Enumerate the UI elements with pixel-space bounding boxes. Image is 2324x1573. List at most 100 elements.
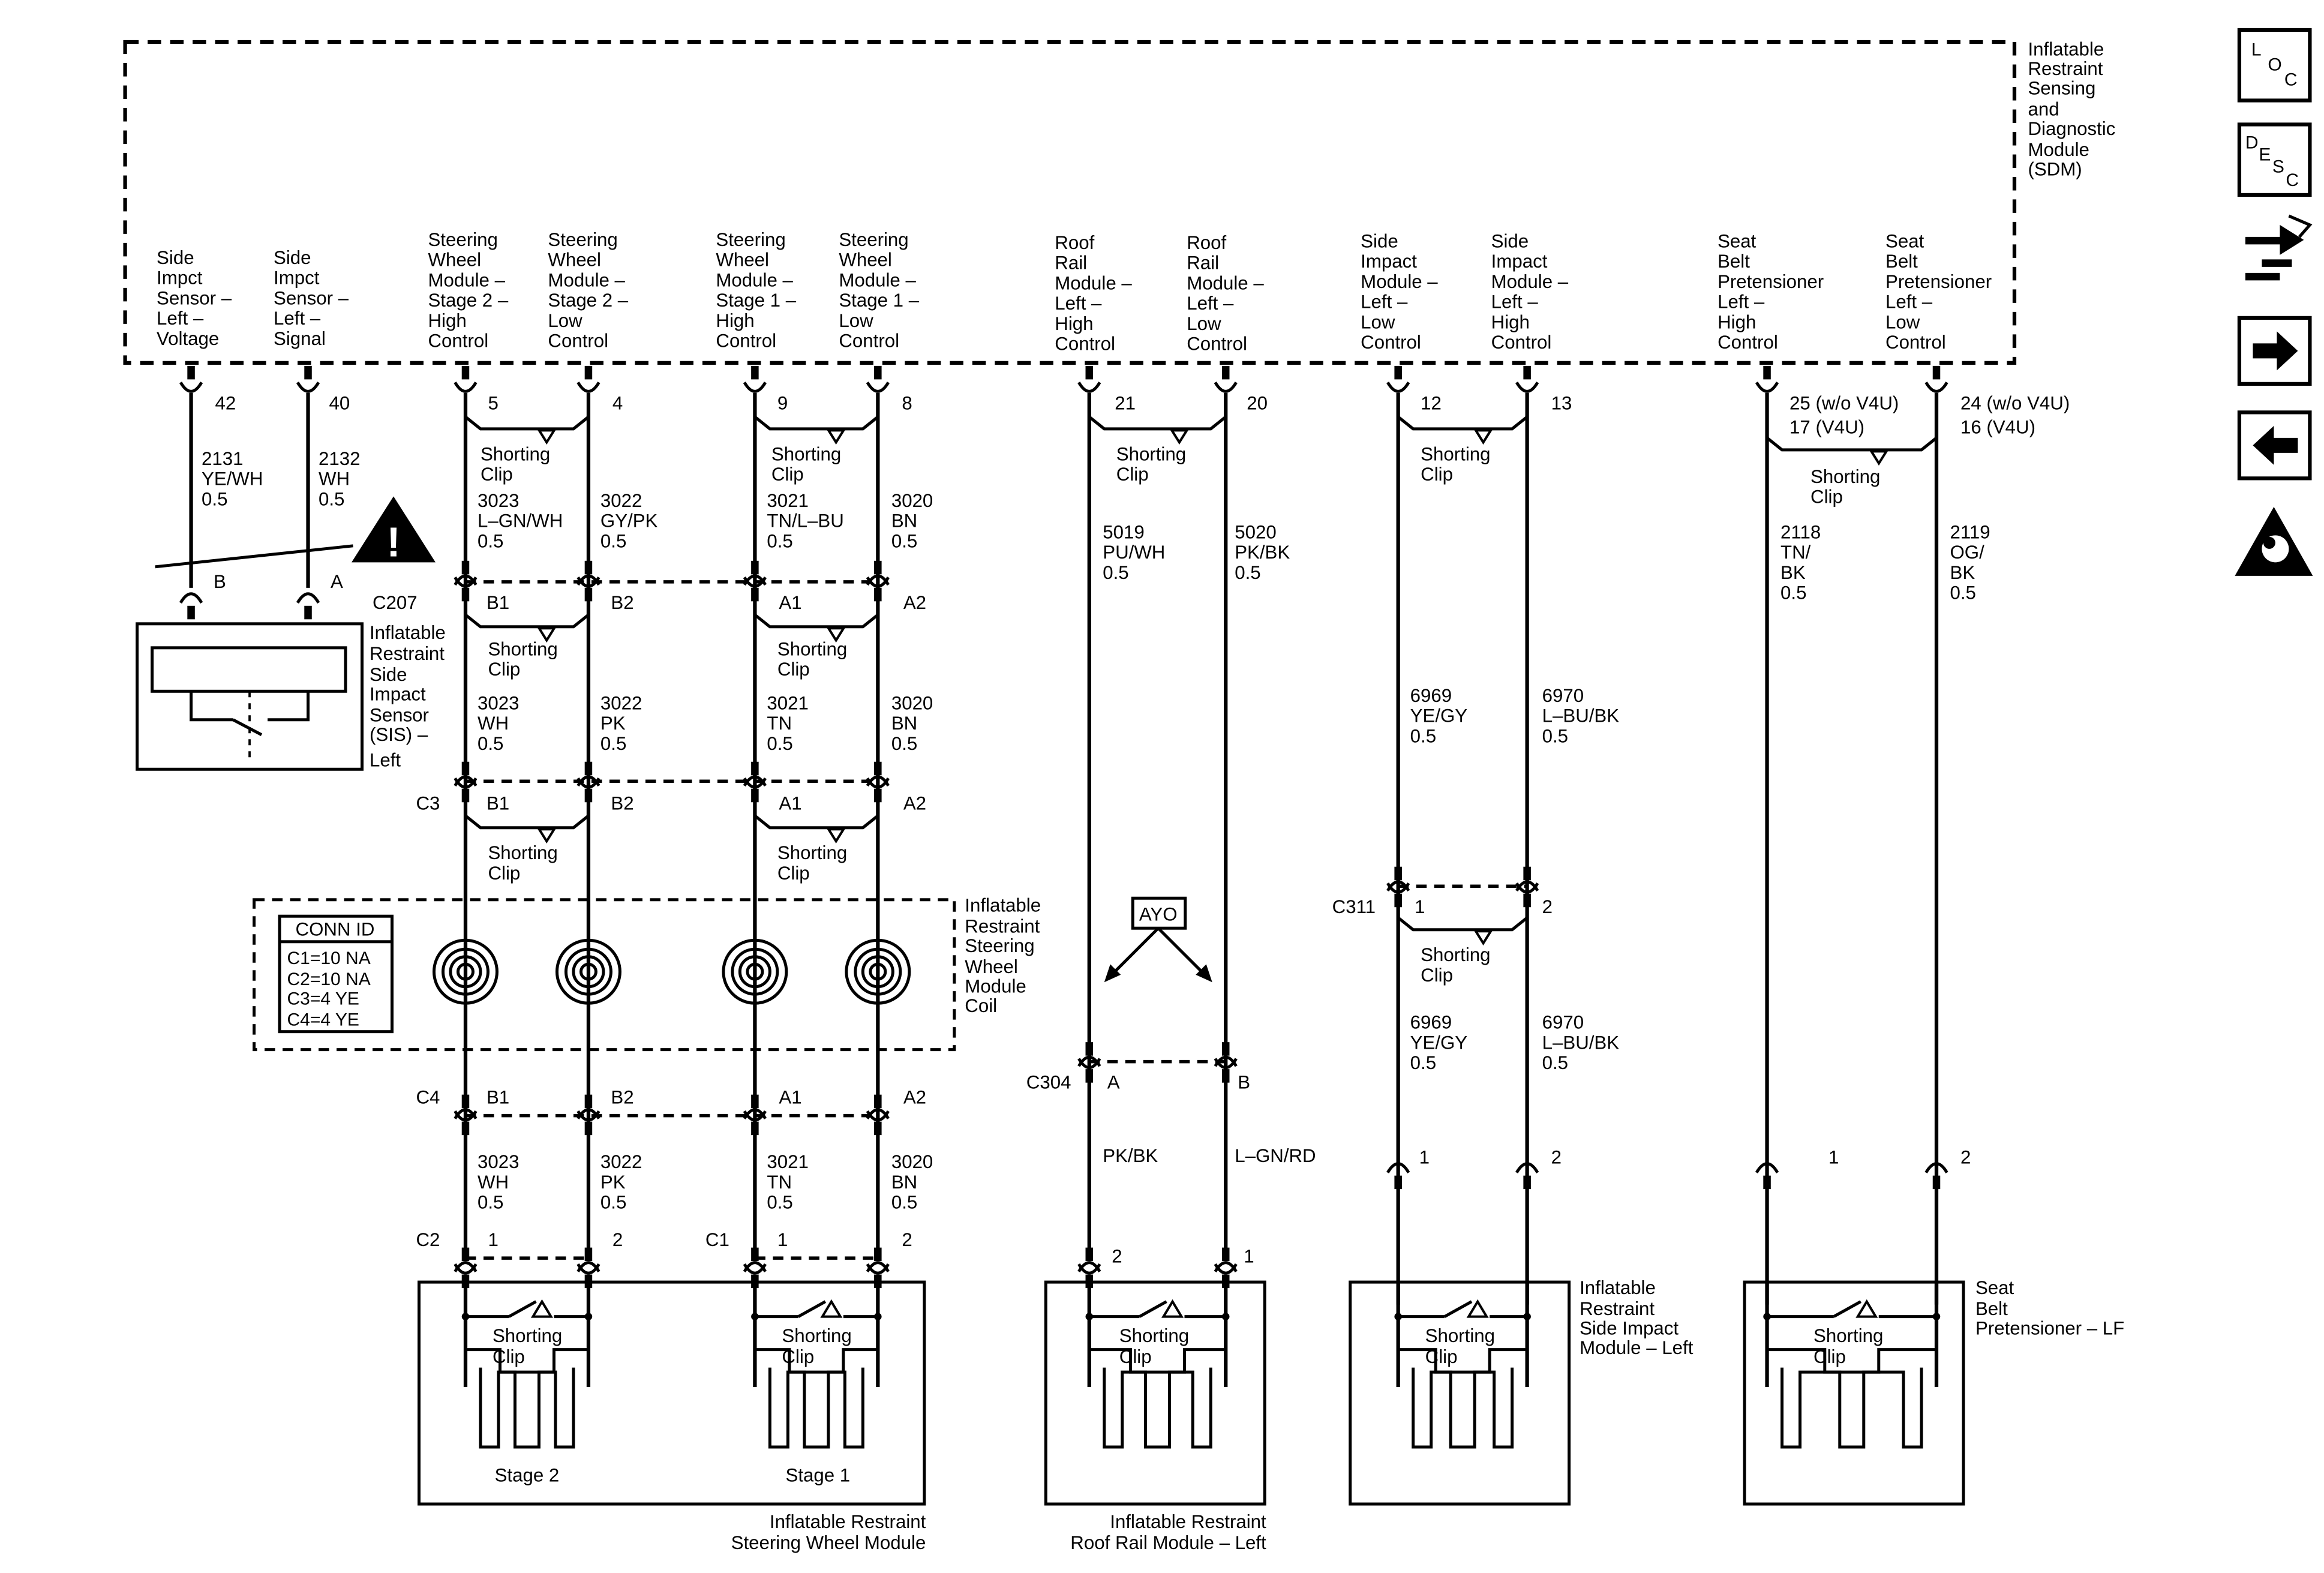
connector-terminal bbox=[743, 1094, 767, 1122]
svg-text:B2: B2 bbox=[611, 793, 633, 814]
label-text: Impct bbox=[157, 268, 203, 289]
svg-text:2: 2 bbox=[1542, 896, 1553, 917]
connector-labels: C207 B1 B2 A1 A2 C3 B1 B2 A1 A2 C4 B1 B2… bbox=[373, 592, 1971, 1267]
label-text: Shorting bbox=[777, 638, 847, 659]
label-text: 0.5 bbox=[767, 530, 792, 551]
label-text: Control bbox=[1491, 332, 1552, 353]
label-text: Shorting bbox=[493, 1325, 562, 1346]
connector-terminal bbox=[454, 1094, 478, 1122]
loc-icon[interactable]: L O C bbox=[2237, 28, 2312, 103]
connector-terminal bbox=[1386, 1162, 1410, 1190]
label-text: Pretensioner bbox=[1885, 271, 1992, 292]
label-text: Stage 2 – bbox=[548, 290, 628, 311]
svg-text:Restraint: Restraint bbox=[370, 643, 445, 664]
next-arrow-icon[interactable] bbox=[2237, 316, 2312, 386]
svg-text:C304: C304 bbox=[1026, 1072, 1071, 1093]
svg-text:Restraint: Restraint bbox=[2028, 58, 2103, 79]
label-text: Wheel bbox=[428, 250, 481, 271]
label-text: Module – bbox=[1055, 272, 1132, 293]
label-text: High bbox=[1491, 311, 1530, 332]
label-text: Wheel bbox=[839, 250, 892, 271]
label-text: Clip bbox=[1421, 464, 1453, 485]
svg-text:Roof Rail Module – Left: Roof Rail Module – Left bbox=[1070, 1532, 1266, 1553]
svg-text:Side Impact: Side Impact bbox=[1580, 1318, 1679, 1339]
label-text: PK bbox=[600, 713, 626, 734]
schematic-icon[interactable] bbox=[2245, 214, 2313, 281]
ayo-option: AYO bbox=[1104, 896, 1212, 983]
svg-text:Diagnostic: Diagnostic bbox=[2028, 118, 2115, 139]
svg-text:12: 12 bbox=[1421, 392, 1442, 413]
svg-text:Inflatable Restraint: Inflatable Restraint bbox=[770, 1511, 926, 1532]
svg-text:B2: B2 bbox=[611, 1087, 633, 1108]
prev-arrow-icon[interactable] bbox=[2237, 410, 2312, 481]
coil-spiral-icon bbox=[845, 938, 911, 1005]
svg-text:24 (w/o V4U): 24 (w/o V4U) bbox=[1960, 392, 2070, 413]
svg-text:AYO: AYO bbox=[1139, 904, 1178, 925]
label-text: BK bbox=[1780, 562, 1806, 583]
label-text: Control bbox=[1718, 332, 1778, 353]
label-text: BN bbox=[891, 1172, 917, 1193]
label-text: Steering bbox=[716, 229, 785, 250]
svg-text:Inflatable: Inflatable bbox=[965, 895, 1041, 916]
label-text: 0.5 bbox=[767, 1192, 792, 1213]
connector-terminal bbox=[743, 560, 767, 588]
airbag-warning-icon[interactable] bbox=[2235, 506, 2313, 576]
svg-text:13: 13 bbox=[1551, 392, 1572, 413]
label-text: 6969 bbox=[1410, 1012, 1452, 1033]
desc-icon[interactable]: D E S C bbox=[2237, 122, 2312, 197]
label-text: 6970 bbox=[1542, 1012, 1584, 1033]
svg-text:Coil: Coil bbox=[965, 995, 997, 1016]
side-impact-module: Inflatable Restraint Side Impact Module … bbox=[1349, 1277, 1694, 1506]
label-text: Module – bbox=[428, 269, 505, 290]
svg-text:Sensing: Sensing bbox=[2028, 77, 2095, 98]
label-text: Sensor – bbox=[157, 287, 232, 308]
svg-text:C1: C1 bbox=[705, 1229, 729, 1250]
label-text: Impact bbox=[1491, 251, 1548, 272]
label-text: Stage 1 – bbox=[716, 290, 796, 311]
connector-terminal bbox=[577, 560, 600, 588]
label-text: Steering bbox=[839, 229, 908, 250]
connector-terminal bbox=[296, 592, 320, 620]
label-text: 6969 bbox=[1410, 685, 1452, 706]
svg-text:B: B bbox=[1238, 1072, 1250, 1093]
label-text: Clip bbox=[1425, 1346, 1458, 1367]
svg-text:Inflatable: Inflatable bbox=[2028, 38, 2104, 59]
label-text: Stage 1 – bbox=[839, 290, 919, 311]
svg-text:A: A bbox=[1107, 1072, 1120, 1093]
label-text: 0.5 bbox=[767, 733, 792, 754]
svg-text:!: ! bbox=[386, 518, 400, 565]
svg-text:Module: Module bbox=[965, 976, 1026, 997]
svg-text:4: 4 bbox=[612, 392, 623, 413]
svg-text:C: C bbox=[2286, 170, 2299, 190]
connector-terminal bbox=[866, 560, 890, 588]
label-text: 0.5 bbox=[1410, 1052, 1436, 1073]
svg-text:D: D bbox=[2245, 133, 2259, 152]
svg-text:A2: A2 bbox=[903, 592, 926, 613]
label-text: 3021 bbox=[767, 692, 808, 713]
label-text: 3023 bbox=[478, 1151, 519, 1172]
svg-text:Side: Side bbox=[370, 664, 407, 685]
svg-text:20: 20 bbox=[1247, 392, 1268, 413]
label-text: Module – bbox=[839, 269, 916, 290]
svg-text:A2: A2 bbox=[903, 793, 926, 814]
label-text: 0.5 bbox=[891, 530, 917, 551]
svg-text:2: 2 bbox=[1960, 1147, 1971, 1168]
svg-text:Stage 1: Stage 1 bbox=[786, 1465, 851, 1486]
coil-spiral-icon bbox=[722, 938, 788, 1005]
connector-terminal bbox=[866, 1094, 890, 1122]
